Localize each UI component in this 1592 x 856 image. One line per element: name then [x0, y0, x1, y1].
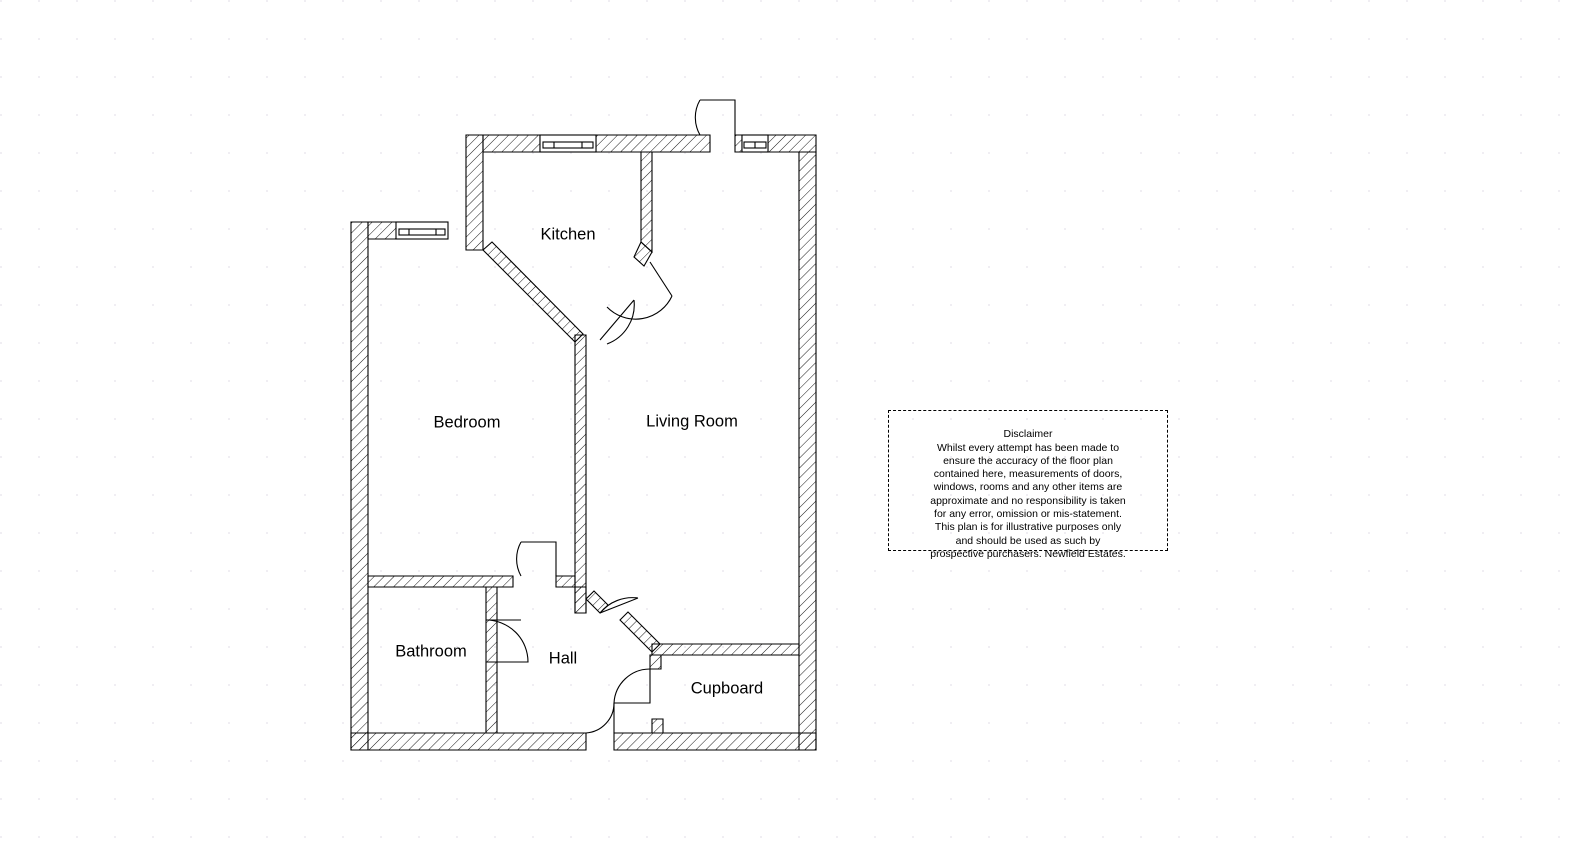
wall-bathroom-hall-vertical [485, 586, 498, 734]
wall-exterior-top-left [466, 134, 541, 153]
door-bedroom [516, 541, 557, 577]
window-kitchen-north [539, 134, 597, 153]
wall-entrance-jamb-right [651, 718, 664, 734]
windows-group [395, 134, 769, 240]
wall-kitchen-living-angled-foot [633, 241, 653, 267]
door-hall-living [599, 597, 639, 614]
room-label-kitchen: Kitchen [540, 225, 595, 243]
wall-exterior-upper-left-stub [351, 221, 404, 240]
door-cupboard [613, 668, 651, 704]
window-living-north [741, 134, 769, 153]
wall-bedroom-living-vertical [574, 334, 587, 614]
wall-hall-living-angle-upper [585, 590, 609, 614]
wall-exterior-top-right-a [734, 134, 743, 153]
room-labels-group: Kitchen Bedroom Living Room Bathroom Hal… [395, 225, 763, 697]
wall-kitchen-living-vertical [640, 151, 653, 254]
wall-hall-vertical-stub [574, 586, 587, 614]
door-front-entrance [585, 702, 615, 734]
wall-exterior-left [350, 221, 369, 751]
room-label-bathroom: Bathroom [395, 642, 467, 660]
wall-kitchen-west [465, 134, 484, 251]
wall-kitchen-bedroom-diagonal [482, 241, 584, 343]
wall-bedroom-hall-horizontal [367, 575, 514, 588]
wall-exterior-bottom-left [350, 732, 587, 751]
wall-hall-door-jamb [555, 575, 576, 588]
wall-exterior-top-right-b [767, 134, 817, 153]
wall-cupboard-door-jamb [649, 654, 662, 670]
door-kitchen [606, 261, 673, 320]
door-living-room [599, 299, 635, 345]
doors-group [485, 99, 736, 734]
wall-exterior-top-mid [595, 134, 711, 153]
disclaimer-title: Disclaimer [1003, 428, 1053, 441]
disclaimer-body: Whilst every attempt has been made to en… [930, 441, 1126, 560]
wall-cupboard-top [651, 643, 800, 656]
room-label-bedroom: Bedroom [434, 413, 501, 431]
wall-exterior-bottom-right [613, 732, 817, 751]
wall-exterior-right [798, 151, 817, 751]
door-bathroom [485, 619, 529, 663]
room-label-hall: Hall [549, 649, 577, 667]
window-bedroom-west [395, 221, 449, 240]
door-entrance-top [694, 99, 736, 136]
room-label-living-room: Living Room [646, 412, 738, 430]
room-label-cupboard: Cupboard [691, 679, 763, 697]
